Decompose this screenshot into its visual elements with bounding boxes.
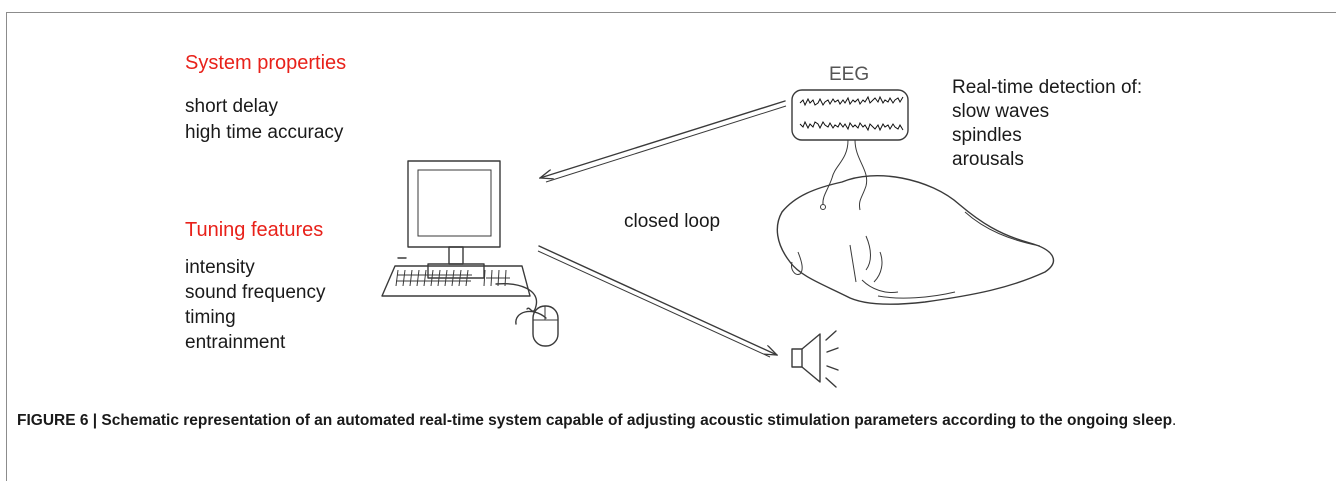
figure-frame bbox=[6, 12, 1336, 396]
tuning-feature-item: entrainment bbox=[185, 332, 286, 353]
tuning-features-list: intensity sound frequency timing entrain… bbox=[185, 257, 326, 354]
tuning-feature-item: timing bbox=[185, 307, 236, 328]
tuning-feature-item: intensity bbox=[185, 257, 255, 278]
figure-caption: FIGURE 6 | Schematic representation of a… bbox=[17, 410, 1317, 432]
tuning-feature-item: sound frequency bbox=[185, 282, 326, 303]
diagram-canvas bbox=[381, 89, 1055, 388]
eeg-label: EEG bbox=[829, 64, 870, 85]
closed-loop-label: closed loop bbox=[624, 211, 721, 232]
detection-item: slow waves bbox=[952, 101, 1050, 122]
system-properties-heading: System properties bbox=[185, 52, 347, 74]
speaker-icon bbox=[791, 330, 839, 388]
detection-list: Real-time detection of: slow waves spind… bbox=[952, 77, 1142, 171]
arrow-eeg-to-computer bbox=[540, 100, 786, 178]
system-properties-list: short delay high time accuracy bbox=[185, 96, 343, 144]
detection-item: arousals bbox=[952, 149, 1024, 170]
detection-heading: Real-time detection of: bbox=[952, 77, 1143, 98]
eeg-monitor-icon bbox=[791, 89, 909, 211]
tuning-features-heading: Tuning features bbox=[185, 219, 324, 241]
caption-text: FIGURE 6 | Schematic representation of a… bbox=[17, 412, 1173, 429]
arrow-computer-to-speaker-shadow bbox=[537, 250, 771, 358]
mouse-icon bbox=[515, 305, 559, 347]
system-property-item: short delay bbox=[185, 96, 278, 117]
detection-item: spindles bbox=[952, 125, 1022, 146]
sleeping-head-icon bbox=[776, 175, 1055, 305]
caption-rule bbox=[6, 396, 7, 481]
arrow-eeg-to-computer-shadow bbox=[545, 105, 787, 183]
caption-period: . bbox=[1172, 412, 1177, 429]
arrow-computer-to-speaker bbox=[538, 245, 777, 355]
system-property-item: high time accuracy bbox=[185, 122, 344, 143]
computer-icon bbox=[381, 160, 538, 312]
